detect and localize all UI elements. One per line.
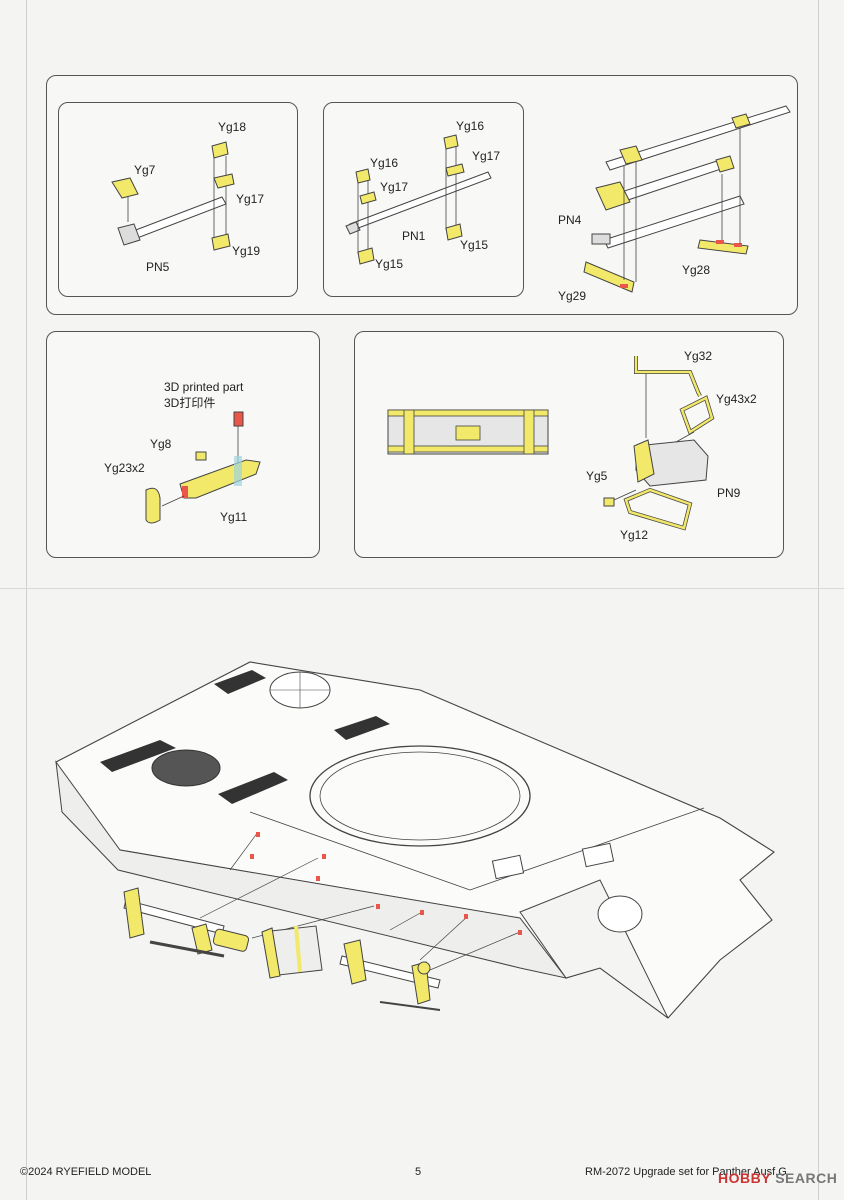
part-label-yg43x2: Yg43x2: [716, 392, 757, 406]
part-label-yg23x2: Yg23x2: [104, 461, 145, 475]
part-label-pn4: PN4: [558, 213, 582, 227]
hobby-search-watermark: HOBBY SEARCH: [718, 1170, 837, 1186]
note-3d-printed-part-cn: 3D打印件: [164, 396, 216, 410]
part-label-yg17-b2: Yg17: [380, 180, 409, 194]
part-label-pn9: PN9: [717, 486, 741, 500]
part-label-yg15-b2: Yg15: [375, 257, 404, 271]
fold-line: [0, 588, 844, 589]
part-label-yg5: Yg5: [586, 469, 608, 483]
watermark-brand: HOBBY: [718, 1170, 771, 1186]
page-edge-right: [818, 0, 819, 1200]
part-label-yg19: Yg19: [232, 244, 261, 258]
page-edge-left: [26, 0, 27, 1200]
part-label-yg17-b1: Yg17: [472, 149, 501, 163]
watermark-suffix: SEARCH: [775, 1170, 838, 1186]
part-label-yg11: Yg11: [220, 510, 248, 524]
part-label-yg16-b1: Yg16: [456, 119, 485, 133]
part-label-yg28: Yg28: [682, 263, 711, 277]
footer-copyright: ©2024 RYEFIELD MODEL: [20, 1166, 152, 1178]
part-label-pn1: PN1: [402, 229, 426, 243]
part-label-yg17: Yg17: [236, 192, 265, 206]
footer-page-number: 5: [415, 1166, 422, 1178]
part-label-yg16-b2: Yg16: [370, 156, 399, 170]
part-label-yg12: Yg12: [620, 528, 649, 542]
footer-product-title: RM-2072 Upgrade set for Panther Ausf.G: [585, 1166, 787, 1178]
part-label-yg7: Yg7: [134, 163, 156, 177]
part-label-yg8: Yg8: [150, 437, 172, 451]
note-3d-printed-part: 3D printed part: [164, 380, 244, 394]
part-label-yg32: Yg32: [684, 349, 713, 363]
step-a-box: [58, 102, 298, 297]
part-label-yg18: Yg18: [218, 120, 247, 134]
part-label-pn5: PN5: [146, 260, 170, 274]
part-label-yg29: Yg29: [558, 289, 587, 303]
part-label-yg15-b1: Yg15: [460, 238, 489, 252]
step-d-box: [46, 331, 320, 558]
